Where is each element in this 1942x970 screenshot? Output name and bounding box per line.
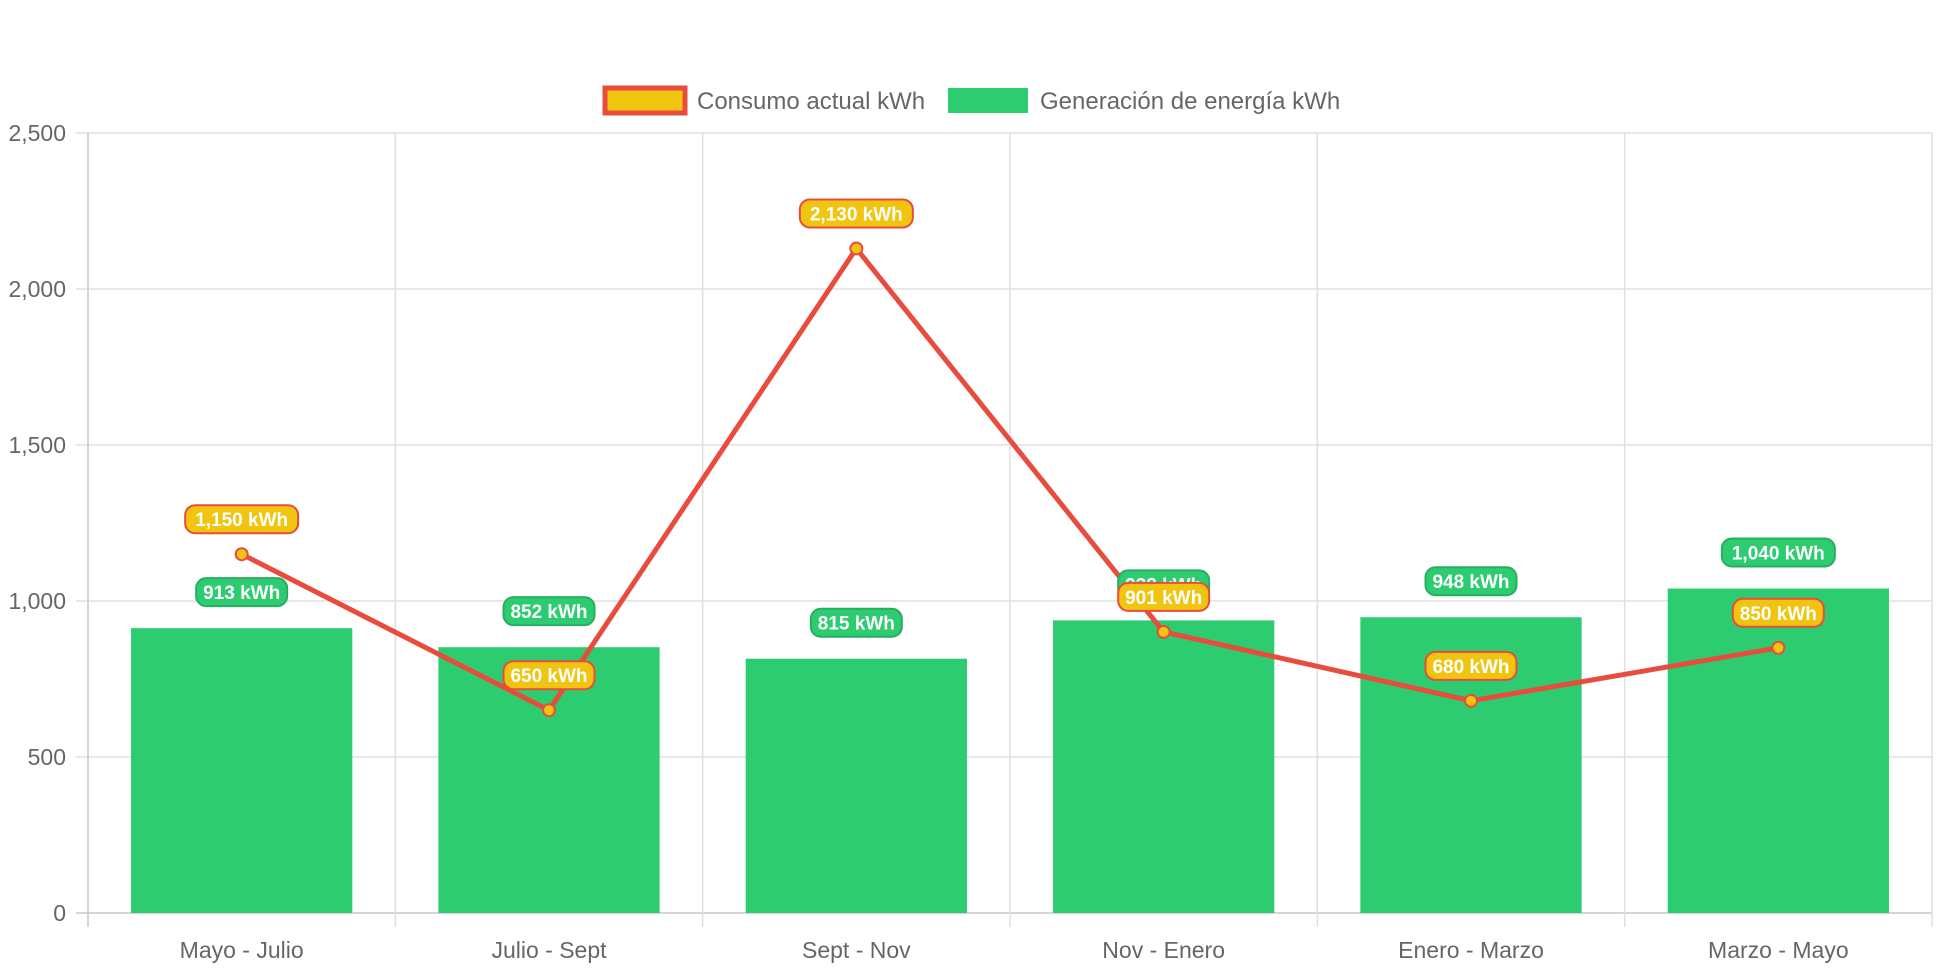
y-tick-label: 1,500 [8, 432, 66, 458]
data-label-generacion-text: 913 kWh [203, 583, 280, 604]
data-label-generacion-box [1424, 566, 1518, 597]
line-point-consumo[interactable] [542, 703, 556, 718]
data-label-generacion-text: 815 kWh [818, 614, 895, 635]
data-label-generacion: 815 kWh [809, 607, 903, 638]
y-tick-label: 2,500 [8, 120, 66, 146]
data-label-generacion-box [195, 577, 289, 608]
x-tick-label: Julio - Sept [491, 937, 607, 963]
y-tick-label: 2,000 [8, 276, 66, 302]
bar-generacion[interactable] [1053, 620, 1275, 913]
y-tick-label: 500 [28, 744, 66, 770]
bar-generacion[interactable] [1667, 588, 1889, 913]
legend-item-generacion[interactable]: Generación de energía kWh [948, 88, 1340, 115]
line-point-consumo[interactable] [849, 241, 864, 256]
data-label-generacion-text: 852 kWh [510, 602, 587, 623]
data-label-consumo-box [1731, 597, 1825, 628]
x-tick-label: Nov - Enero [1102, 937, 1225, 963]
data-label-consumo-box [798, 198, 914, 229]
data-label-consumo-box [1117, 581, 1211, 612]
bar-generacion[interactable] [131, 628, 353, 913]
line-point-consumo[interactable] [234, 547, 249, 562]
line-consumo [234, 241, 1786, 718]
legend: Consumo actual kWh Generación de energía… [602, 85, 1340, 116]
data-label-generacion: 852 kWh [502, 596, 596, 627]
data-label-consumo: 901 kWh [1117, 581, 1211, 612]
data-label-consumo: 2,130 kWh [798, 198, 914, 229]
x-tick-label: Sept - Nov [802, 937, 911, 963]
legend-item-consumo[interactable]: Consumo actual kWh [602, 85, 925, 116]
bar-generacion[interactable] [745, 658, 967, 913]
line-path-consumo [240, 245, 1779, 713]
data-label-generacion-box [1720, 537, 1836, 568]
line-point-consumo[interactable] [1464, 693, 1478, 708]
line-point-consumo[interactable] [1156, 624, 1171, 639]
data-label-consumo-box [184, 504, 300, 535]
legend-label-generacion: Generación de energía kWh [1040, 88, 1340, 115]
data-label-consumo-box [1424, 650, 1518, 681]
y-tick-label: 1,000 [8, 588, 66, 614]
data-label-generacion-box [809, 607, 903, 638]
data-label-consumo-text: 680 kWh [1432, 657, 1509, 678]
x-tick-label: Mayo - Julio [180, 937, 304, 963]
y-tick-label: 0 [53, 900, 66, 926]
data-label-consumo-text: 1,150 kWh [195, 510, 288, 531]
data-label-generacion-box [502, 596, 596, 627]
line-point-consumo[interactable] [1771, 640, 1786, 655]
data-label-generacion: 1,040 kWh [1720, 537, 1836, 568]
legend-label-consumo: Consumo actual kWh [697, 88, 925, 115]
data-label-consumo-text: 2,130 kWh [810, 204, 903, 225]
legend-swatch-generacion [948, 88, 1028, 113]
data-label-consumo: 850 kWh [1731, 597, 1825, 628]
data-label-consumo: 680 kWh [1424, 650, 1518, 681]
bars-generacion [131, 588, 1889, 913]
bar-generacion[interactable] [438, 647, 660, 913]
data-label-consumo-text: 650 kWh [510, 666, 587, 687]
data-label-generacion-text: 948 kWh [1432, 572, 1509, 593]
data-label-consumo-text: 901 kWh [1125, 588, 1202, 609]
legend-swatch-consumo [602, 85, 688, 116]
data-label-generacion-text: 1,040 kWh [1732, 544, 1825, 565]
data-label-generacion: 948 kWh [1424, 566, 1518, 597]
data-label-consumo-text: 850 kWh [1740, 604, 1817, 625]
x-tick-label: Marzo - Mayo [1708, 937, 1849, 963]
x-tick-label: Enero - Marzo [1398, 937, 1544, 963]
data-label-consumo-box [502, 660, 596, 691]
data-label-generacion: 913 kWh [195, 577, 289, 608]
data-label-consumo: 1,150 kWh [184, 504, 300, 535]
data-label-consumo: 650 kWh [502, 660, 596, 691]
